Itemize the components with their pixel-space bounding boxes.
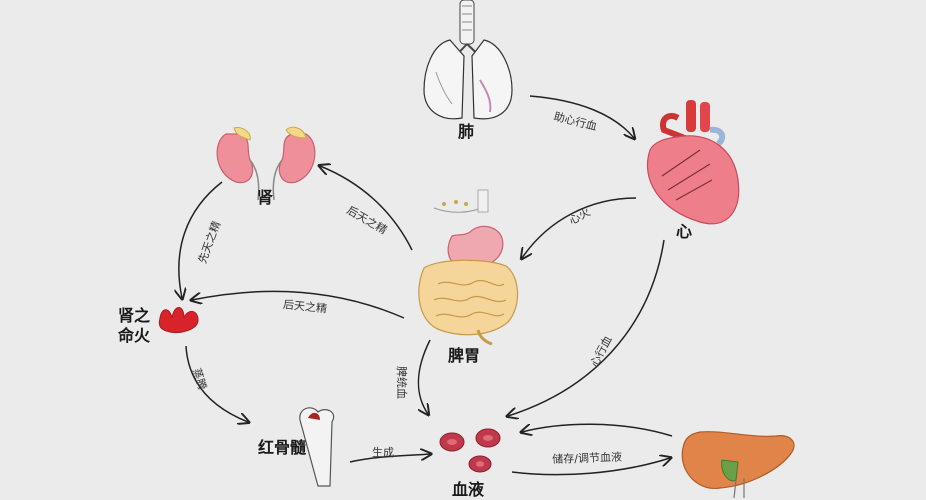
lung-illustration bbox=[423, 0, 513, 120]
node-label-heart: 心 bbox=[676, 222, 693, 241]
arrow-heart-to-spleen bbox=[522, 197, 637, 258]
liver-illustration bbox=[681, 431, 795, 499]
node-label-spleen-stomach: 脾胃 bbox=[448, 346, 481, 365]
arrow-heart-to-blood bbox=[508, 239, 665, 416]
arrow-spleen-to-fire bbox=[192, 290, 405, 319]
blood-cells-illustration bbox=[439, 428, 501, 473]
arrow-lung-to-heart bbox=[529, 95, 634, 138]
bone-marrow-illustration bbox=[299, 407, 335, 487]
spleen-stomach-illustration bbox=[418, 225, 519, 346]
arrows bbox=[179, 95, 673, 476]
arrow-spleen-to-blood bbox=[418, 339, 431, 414]
node-label-lung: 肺 bbox=[458, 122, 475, 141]
arrow-liver-to-blood bbox=[522, 423, 673, 437]
node-label-bone-marrow: 红骨髓 bbox=[258, 438, 307, 457]
edge-label-marrow-blood: 生成 bbox=[372, 446, 394, 459]
edge-label-spleen-blood: 脾统血 bbox=[395, 366, 408, 399]
node-label-kidney-fire: 肾之命火 bbox=[118, 306, 151, 345]
food-sketch bbox=[433, 189, 489, 213]
kidney-fire-illustration bbox=[158, 307, 199, 333]
node-label-blood: 血液 bbox=[452, 480, 485, 499]
kidney-illustration bbox=[216, 126, 316, 201]
arrow-spleen-to-kidney bbox=[320, 166, 413, 251]
edge-label-liver-blood: 储存/调节血液 bbox=[552, 450, 623, 466]
heart-illustration bbox=[646, 100, 740, 225]
arrow-kidney-to-fire bbox=[179, 181, 223, 298]
arrow-fire-to-marrow bbox=[185, 345, 248, 422]
arrow-marrow-to-blood bbox=[349, 454, 430, 463]
node-label-kidney: 肾 bbox=[257, 188, 274, 207]
arrow-blood-to-liver bbox=[511, 458, 670, 476]
